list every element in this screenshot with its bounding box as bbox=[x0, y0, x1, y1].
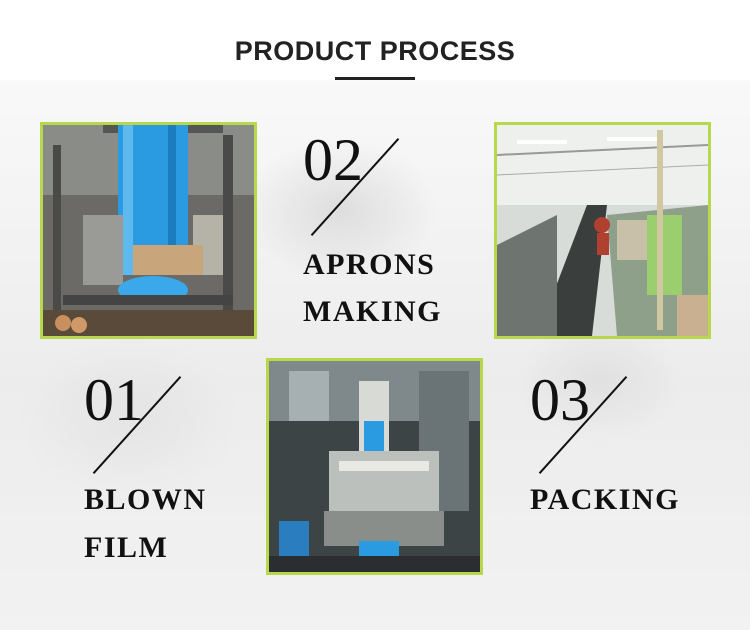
packing-line-photo bbox=[494, 122, 711, 339]
step-03-label-line1: PACKING bbox=[530, 483, 680, 516]
step-02-label-line1: APRONS bbox=[303, 248, 436, 281]
step-01-label-line2: FILM bbox=[84, 531, 169, 564]
step-02-number: 02 bbox=[303, 127, 363, 193]
step-03-number: 03 bbox=[530, 367, 590, 433]
step-01-label-line1: BLOWN bbox=[84, 483, 207, 516]
blown-film-machine-photo bbox=[40, 122, 257, 339]
page-title: PRODUCT PROCESS bbox=[234, 36, 516, 66]
step-01-number: 01 bbox=[84, 367, 144, 433]
apron-making-machine-photo bbox=[266, 358, 483, 575]
step-02-label-line2: MAKING bbox=[303, 295, 442, 328]
header-band bbox=[0, 0, 750, 80]
title-underline bbox=[335, 77, 415, 80]
